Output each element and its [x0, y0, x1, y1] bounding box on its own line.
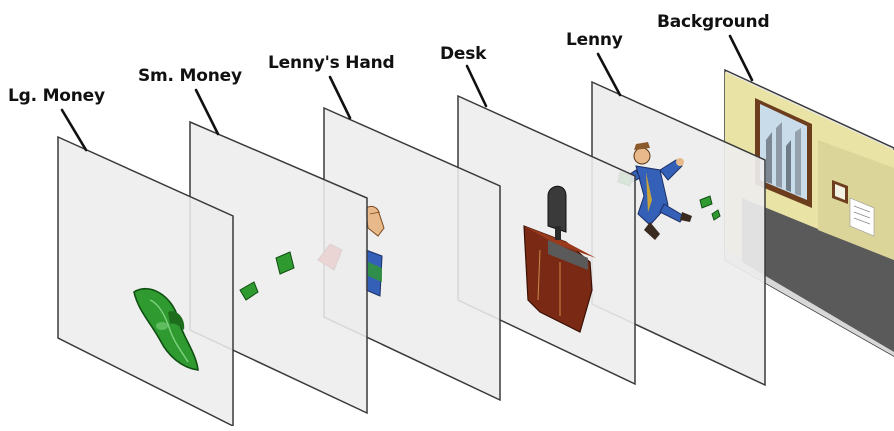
label-background: Background	[657, 12, 769, 32]
label-desk: Desk	[440, 44, 486, 64]
label-lennys-hand: Lenny's Hand	[268, 53, 394, 73]
label-lenny: Lenny	[566, 30, 623, 50]
label-lg-money: Lg. Money	[8, 86, 105, 106]
leader-desk	[467, 66, 486, 106]
desk-chair	[548, 186, 566, 232]
label-sm-money: Sm. Money	[138, 66, 242, 86]
